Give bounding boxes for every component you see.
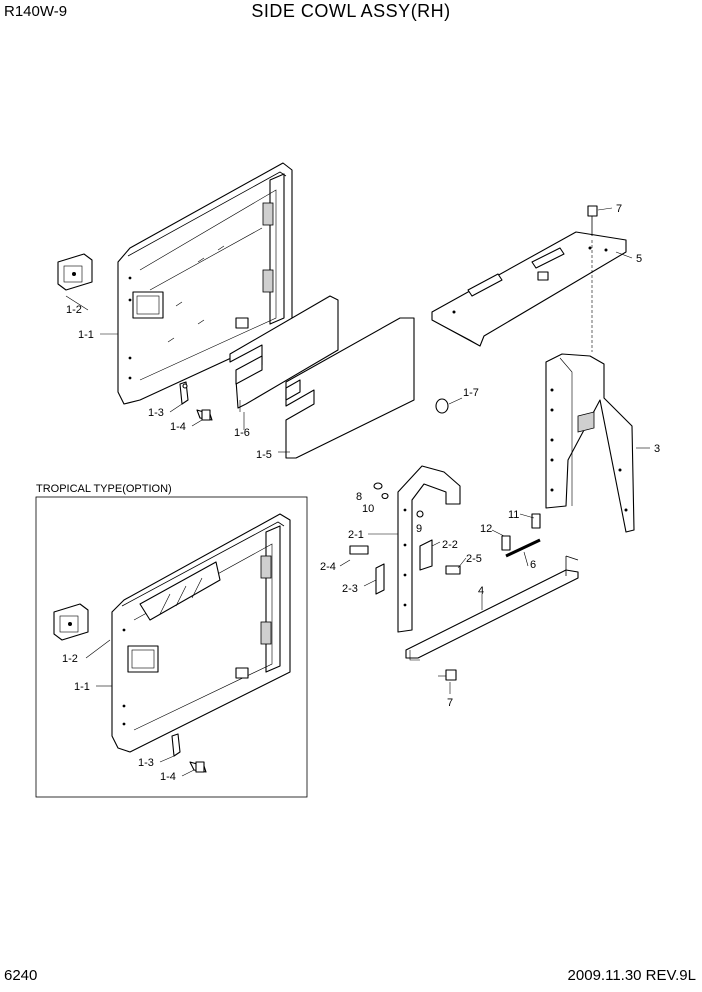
latch-part [57,253,93,291]
stay-2-1 [373,465,461,633]
label-1-6: 1-6 [234,427,250,439]
label-2-4: 2-4 [320,561,336,573]
label-3: 3 [654,443,660,455]
panel-1-5 [285,317,415,459]
option-title: TROPICAL TYPE(OPTION) [36,483,172,495]
label-4: 4 [478,585,484,597]
model-code: R140W-9 [4,3,68,20]
tropical-latch [53,603,89,641]
tropical-bracket-bolt [171,733,207,773]
page-number: 6240 [4,967,38,984]
leader-lines-main [65,295,290,453]
revision-date: 2009.11.30 REV.9L [567,967,696,984]
small-parts-2 [349,539,461,595]
page-title: SIDE COWL ASSY(RH) [251,1,451,21]
label-2-5: 2-5 [466,553,482,565]
label-8: 8 [356,491,362,503]
mount-plate-5 [431,205,627,352]
label-1-3: 1-3 [148,407,164,419]
label-10: 10 [362,503,374,515]
label-2-1: 2-1 [348,529,364,541]
bracket-bolt [179,381,213,421]
label-11: 11 [508,509,519,521]
label-7-bottom: 7 [447,697,453,709]
option-frame [35,496,308,798]
label-1-1: 1-1 [78,329,94,341]
label-opt-1-3: 1-3 [138,757,154,769]
label-1-5: 1-5 [256,449,272,461]
stay-3 [545,353,635,533]
label-6: 6 [530,559,536,571]
support-bar-4 [405,555,579,661]
leader-lines-option [85,639,195,777]
label-opt-1-1: 1-1 [74,681,90,693]
panel-1-6 [229,295,339,412]
bottom-bolt-7 [438,669,457,694]
label-1-2: 1-2 [66,304,82,316]
label-1-4: 1-4 [170,421,186,433]
cap-1-7 [435,397,463,414]
label-opt-1-4: 1-4 [160,771,176,783]
label-2-3: 2-3 [342,583,358,595]
leader-lines-right [339,207,650,610]
label-9: 9 [416,523,422,535]
label-12: 12 [480,523,492,535]
label-opt-1-2: 1-2 [62,653,78,665]
label-7-top: 7 [616,203,622,215]
tropical-door [111,513,291,753]
label-2-2: 2-2 [442,539,458,551]
label-5: 5 [636,253,642,265]
rod-6 [501,513,541,558]
label-1-7: 1-7 [463,387,479,399]
